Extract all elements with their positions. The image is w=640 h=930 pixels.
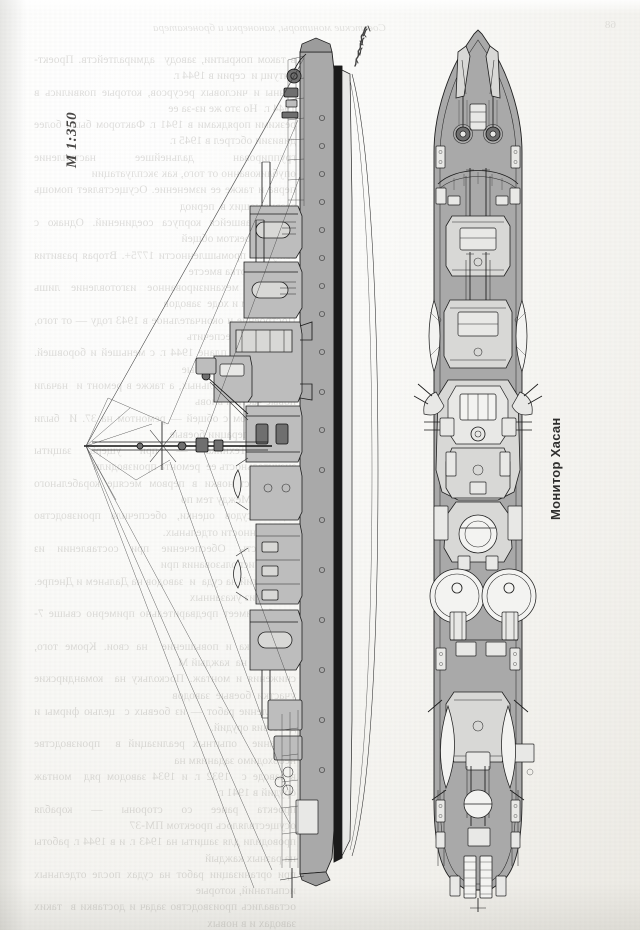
funnel-casings-profile <box>245 405 303 521</box>
ship-plan-view <box>413 29 543 912</box>
aft-deckhouse-profile <box>255 523 303 605</box>
paper-top-edge-shading <box>0 0 640 14</box>
mast-and-rigging <box>84 57 305 889</box>
forward-boats-plan <box>428 298 528 374</box>
turret-b-plan <box>434 252 522 369</box>
turret-a-plan <box>445 168 511 277</box>
handwritten-signature <box>354 25 371 67</box>
funnel-drums-plan <box>429 568 537 671</box>
boats-profile <box>233 457 249 601</box>
stern-boats-plan <box>427 699 529 866</box>
turret-a-profile <box>249 161 303 259</box>
ship-profile-view <box>84 37 379 898</box>
forward-deck-fittings <box>435 187 521 206</box>
hull-portholes <box>319 115 325 773</box>
turret-c-profile <box>249 609 303 719</box>
bow-anchor-gear-plan <box>435 45 521 169</box>
bridge-superstructure-profile <box>213 321 313 440</box>
amidships-barbette-plan <box>433 501 523 571</box>
stern-deck-fittings <box>435 789 521 912</box>
paper-bottom-edge-shading <box>0 882 640 930</box>
stern-structures-profile <box>267 699 319 898</box>
paper-left-edge-shading <box>0 0 26 930</box>
turret-c-plan <box>445 691 535 826</box>
deck-crane-profile <box>195 357 249 421</box>
turret-b-profile <box>243 219 303 319</box>
bridge-superstructure-plan <box>413 379 543 501</box>
